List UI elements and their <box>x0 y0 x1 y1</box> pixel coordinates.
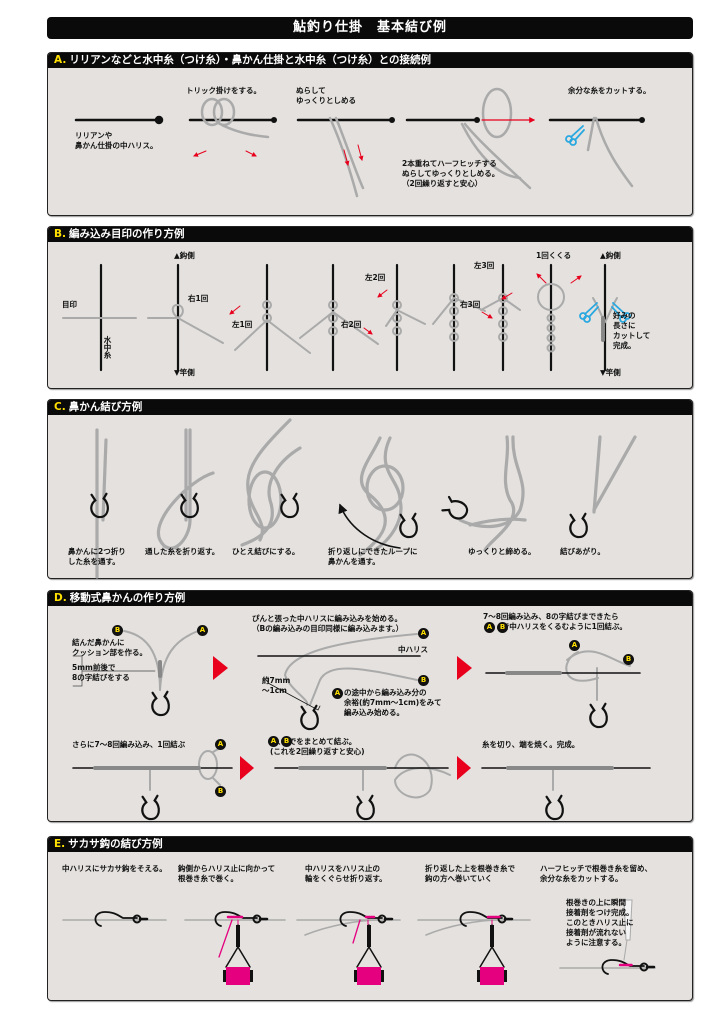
step-label: トリック掛けをする。 <box>186 86 261 95</box>
sakasa-hook-icon <box>94 910 149 928</box>
d-threads <box>123 630 631 799</box>
bobbin-holder-icon <box>476 924 508 986</box>
section-title: サカサ鈎の結び方例 <box>68 838 163 850</box>
tighten-step <box>296 116 395 198</box>
badge-b: B <box>112 625 123 636</box>
step-label: 結んだ鼻かんに クッション部を作る。 <box>72 638 147 657</box>
page-title: 鮎釣り仕掛 基本結び例 <box>47 17 693 39</box>
trick-hitch-step <box>188 97 277 157</box>
section-b: B.編み込み目印の作り方例 <box>47 226 693 389</box>
section-c-drawings <box>90 418 637 579</box>
gap-label: 約7mm 〜1cm <box>262 676 291 695</box>
hook-side-label: ▲鈎側 <box>600 251 621 260</box>
lilian-line <box>74 115 164 125</box>
line-label: 水中糸 <box>103 336 112 359</box>
step-label: 折り返した上を根巻き糸で 鈎の方へ巻いていく <box>425 864 515 883</box>
step-label: 余分な糸をカットする。 <box>568 86 651 95</box>
section-d: D.移動式鼻かんの作り方例 <box>47 590 693 822</box>
step-label: 右2回 <box>341 320 362 329</box>
step-label: ぴんと張った中ハリスに編み込みを始める。 （Bの編み込みの目印同様に編み込みます… <box>252 614 404 633</box>
step-label: さらに7〜8回編み込み、1回結ぶ <box>72 740 186 749</box>
mark-threads <box>62 283 618 354</box>
badge-b: B <box>497 622 508 633</box>
finish-label: 好みの 長さに カットして 完成。 <box>613 311 651 350</box>
section-title: 鼻かん結び方例 <box>68 401 143 413</box>
note-label: 根巻きの上に瞬間 接着剤をつけ完成。 このときハリス止に 接着剤が流れない よう… <box>566 898 634 947</box>
badge-a: A <box>197 625 208 636</box>
section-letter: A. <box>54 54 67 66</box>
section-e-drawings <box>62 899 656 986</box>
badge-a: A <box>215 739 226 750</box>
badge-b: B <box>281 736 292 747</box>
step-label: ひとえ結びにする。 <box>232 547 300 556</box>
half-hitch-step <box>405 87 536 190</box>
section-d-header: D.移動式鼻かんの作り方例 <box>48 591 692 606</box>
step-label: 通した糸を折り返す。 <box>145 547 220 556</box>
badge-a: A <box>332 688 343 699</box>
scissors-icon <box>579 302 599 323</box>
step-label: 右3回 <box>460 300 481 309</box>
badge-a: A <box>418 628 429 639</box>
step-label: 左1回 <box>232 320 253 329</box>
step-label: 中ハリスにサカサ鈎をそえる。 <box>62 864 167 873</box>
step-label: ぬらして ゆっくりとしめる <box>296 86 356 105</box>
section-a-header: A.リリアンなどと水中糸（つけ糸）・鼻かん仕掛と水中糸（つけ糸）との接続例 <box>48 53 692 68</box>
next-arrow-icons <box>213 656 472 780</box>
step-label: 5mm前後で 8の字結びをする <box>72 663 130 682</box>
step-label: 2本重ねてハーフヒッチする ぬらしてゆっくりとしめる。 （2回繰り返すと安心） <box>402 159 500 188</box>
step-label: リリアンや 鼻かん仕掛の中ハリス。 <box>75 131 158 150</box>
step-label: 鼻かんに2つ折り した糸を通す。 <box>68 547 126 566</box>
rod-side-label: ▼竿側 <box>600 368 621 377</box>
sakasa-hook-icon <box>214 910 269 928</box>
step-label: 糸を切り、端を焼く。完成。 <box>482 740 580 749</box>
section-letter: E. <box>54 838 66 850</box>
harisu-label: 中ハリス <box>398 645 428 654</box>
sakasa-hook-icon <box>339 910 394 928</box>
sakasa-hook-icon <box>459 910 514 928</box>
step-label: 、 でをまとめて結ぶ。 (これを2回繰り返すと安心) <box>270 737 365 756</box>
section-letter: C. <box>54 401 66 413</box>
cut-step <box>548 116 645 188</box>
mark-label: 目印 <box>62 300 77 309</box>
section-a-drawings <box>74 87 645 198</box>
badge-b: B <box>623 654 634 665</box>
section-a: A.リリアンなどと水中糸（つけ糸）・鼻かん仕掛と水中糸（つけ糸）との接続例 <box>47 52 693 216</box>
section-b-header: B.編み込み目印の作り方例 <box>48 227 692 242</box>
step-label: 結びあがり。 <box>560 547 605 556</box>
section-title: 編み込み目印の作り方例 <box>69 228 185 240</box>
step-label: 左3回 <box>474 261 495 270</box>
badge-b: B <box>418 675 429 686</box>
section-title: リリアンなどと水中糸（つけ糸）・鼻かん仕掛と水中糸（つけ糸）との接続例 <box>69 54 432 66</box>
section-title: 移動式鼻かんの作り方例 <box>69 592 186 604</box>
badge-a: A <box>268 736 279 747</box>
section-letter: B. <box>54 228 66 240</box>
step-label: 左2回 <box>365 273 386 282</box>
section-b-drawings <box>62 263 631 372</box>
rod-side-label: ▼竿側 <box>174 368 195 377</box>
section-e-header: E.サカサ鈎の結び方例 <box>48 837 692 852</box>
badge-a: A <box>569 640 580 651</box>
sakasa-hook-icon <box>601 958 656 976</box>
section-c: C.鼻かん結び方例 <box>47 399 693 579</box>
step-label: ハーフヒッチで根巻き糸を留め、 余分な糸をカットする。 <box>540 864 653 883</box>
step-label: 折り返しにできたループに 鼻かんを通す。 <box>328 547 418 566</box>
bobbin-holder-icon <box>353 924 385 986</box>
step-label: 右1回 <box>188 294 209 303</box>
glue-tube-icon <box>623 899 633 961</box>
section-c-header: C.鼻かん結び方例 <box>48 400 692 415</box>
section-letter: D. <box>54 592 67 604</box>
step-label: ゆっくりと締める。 <box>468 547 536 556</box>
direction-arrows <box>229 273 582 335</box>
step-label: 中ハリスをハリス止の 輪をくぐらせ折り返す。 <box>305 864 387 883</box>
badge-a: A <box>484 622 495 633</box>
hook-side-label: ▲鈎側 <box>174 251 195 260</box>
scissors-icon <box>565 125 585 146</box>
section-d-drawings <box>72 630 651 821</box>
badge-b: B <box>215 786 226 797</box>
step-label: 1回くくる <box>536 251 572 260</box>
braid-marks <box>93 671 614 770</box>
step-label: 鈎側からハリス止に向かって 根巻き糸で巻く。 <box>178 864 276 883</box>
step-label: の途中から編み込み分の 余裕(約7mm〜1cm)をみて 編み込み始める。 <box>344 688 442 717</box>
